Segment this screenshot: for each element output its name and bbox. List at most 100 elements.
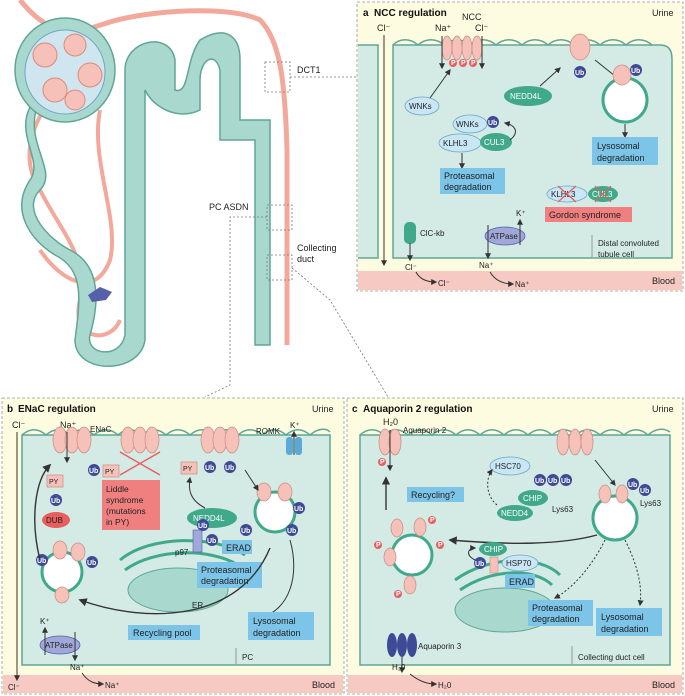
svg-text:Ub: Ub bbox=[640, 488, 649, 495]
hsp70-oval bbox=[501, 554, 539, 572]
svg-text:H₂0: H₂0 bbox=[392, 663, 406, 672]
svg-text:Ub: Ub bbox=[631, 68, 640, 75]
svg-text:degradation: degradation bbox=[444, 182, 492, 192]
svg-text:Ub: Ub bbox=[37, 558, 46, 565]
svg-text:Ub: Ub bbox=[287, 528, 296, 535]
svg-text:Lys63: Lys63 bbox=[640, 499, 662, 508]
svg-text:Ub: Ub bbox=[548, 478, 557, 485]
svg-text:degradation: degradation bbox=[201, 576, 249, 586]
svg-text:PY: PY bbox=[183, 466, 193, 473]
vesicle-aqp2 bbox=[390, 533, 434, 577]
svg-text:ROMK: ROMK bbox=[256, 427, 281, 436]
svg-text:PY: PY bbox=[49, 479, 59, 486]
svg-text:Gordon syndrome: Gordon syndrome bbox=[549, 210, 621, 220]
panel-c-letter: c bbox=[352, 404, 358, 415]
cul3-oval bbox=[480, 133, 512, 151]
svg-text:Lysosomal: Lysosomal bbox=[601, 612, 644, 622]
svg-text:Lysosomal: Lysosomal bbox=[253, 616, 296, 626]
gordon-syndrome-box bbox=[545, 207, 632, 222]
blood-bar-c bbox=[348, 675, 682, 693]
pc-asdn-region bbox=[266, 204, 293, 231]
svg-text:Ub: Ub bbox=[241, 528, 250, 535]
svg-text:degradation: degradation bbox=[601, 624, 649, 634]
svg-text:(mutations: (mutations bbox=[106, 506, 146, 516]
svg-text:ClC-kb: ClC-kb bbox=[420, 229, 445, 238]
svg-text:NEDD4: NEDD4 bbox=[501, 509, 529, 518]
blood-bar-a bbox=[358, 271, 682, 290]
svg-text:ENaC: ENaC bbox=[90, 425, 112, 434]
panel-c-title: Aquaporin 2 regulation bbox=[363, 404, 472, 415]
svg-text:Aquaporin 2: Aquaporin 2 bbox=[403, 426, 447, 435]
svg-text:Na⁺: Na⁺ bbox=[60, 420, 77, 430]
svg-text:P: P bbox=[376, 542, 381, 549]
svg-text:Ub: Ub bbox=[207, 538, 216, 545]
svg-text:ER: ER bbox=[192, 601, 203, 610]
svg-text:P: P bbox=[461, 60, 466, 67]
svg-text:P: P bbox=[451, 60, 456, 67]
svg-text:P: P bbox=[380, 459, 385, 466]
romk-channel bbox=[286, 437, 293, 455]
atpase-a bbox=[484, 226, 526, 246]
svg-text:ERAD: ERAD bbox=[226, 543, 252, 553]
svg-text:Aquaporin 3: Aquaporin 3 bbox=[418, 642, 462, 651]
svg-text:H₂0: H₂0 bbox=[438, 681, 452, 690]
svg-text:Ub: Ub bbox=[561, 478, 570, 485]
svg-text:P: P bbox=[430, 517, 435, 524]
svg-text:Ub: Ub bbox=[488, 120, 497, 127]
dct1-label: DCT1 bbox=[297, 65, 321, 75]
nedd4-oval bbox=[497, 505, 533, 521]
panel-a: a NCC regulation Urine Blood Cl⁻ Na⁺ NCC… bbox=[356, 1, 684, 292]
atpase-b bbox=[39, 635, 81, 655]
svg-text:Na⁺: Na⁺ bbox=[515, 280, 529, 289]
dct-cell-left bbox=[358, 44, 379, 259]
svg-text:Ub: Ub bbox=[87, 560, 96, 567]
svg-text:Proteasomal: Proteasomal bbox=[201, 565, 252, 575]
svg-text:degradation: degradation bbox=[597, 153, 645, 163]
svg-text:CHIP: CHIP bbox=[484, 545, 503, 554]
erad-box-b bbox=[222, 540, 252, 554]
dub-oval bbox=[42, 512, 70, 528]
collecting-duct-label-2: duct bbox=[297, 254, 315, 264]
svg-text:KLHL3: KLHL3 bbox=[551, 190, 576, 199]
nephron-illustration: DCT1 PC ASDN Collecting duct bbox=[14, 0, 389, 398]
svg-text:tubule cell: tubule cell bbox=[598, 250, 634, 259]
chip-oval-b bbox=[479, 542, 507, 556]
blood-label-c: Blood bbox=[652, 680, 675, 690]
svg-text:Ub: Ub bbox=[475, 561, 484, 568]
svg-text:Liddle: Liddle bbox=[106, 484, 129, 494]
svg-text:ATPase: ATPase bbox=[490, 232, 518, 241]
svg-text:Collecting duct cell: Collecting duct cell bbox=[578, 653, 645, 662]
collecting-duct-region bbox=[266, 254, 293, 281]
cl-ncc-label: Cl⁻ bbox=[475, 23, 488, 33]
svg-text:K⁺: K⁺ bbox=[516, 209, 526, 218]
dct1-region bbox=[264, 61, 291, 93]
pc-asdn-label: PC ASDN bbox=[209, 202, 249, 212]
proteasomal-box-a bbox=[440, 168, 505, 194]
svg-text:Na⁺: Na⁺ bbox=[105, 681, 119, 690]
ub-ncc bbox=[574, 66, 586, 78]
clc-kb-channel bbox=[404, 222, 416, 244]
svg-text:HSC70: HSC70 bbox=[495, 462, 521, 471]
svg-text:Cl⁻: Cl⁻ bbox=[8, 683, 20, 692]
ncc-label: NCC bbox=[462, 12, 482, 22]
nedd4l-a bbox=[504, 86, 552, 106]
svg-text:syndrome: syndrome bbox=[106, 495, 144, 505]
panel-c: c Aquaporin 2 regulation Urine Blood H₂0… bbox=[346, 397, 684, 695]
svg-text:Ub: Ub bbox=[294, 506, 303, 513]
svg-text:Ub: Ub bbox=[628, 482, 637, 489]
panel-a-letter: a bbox=[363, 8, 369, 19]
svg-text:DUB: DUB bbox=[46, 516, 63, 525]
enac-mutant bbox=[119, 426, 161, 476]
aquaporin-2-ub bbox=[556, 428, 594, 456]
svg-text:Ub: Ub bbox=[535, 478, 544, 485]
svg-text:Na⁺: Na⁺ bbox=[479, 261, 493, 270]
erad-box-c bbox=[505, 574, 535, 588]
svg-text:Recycling pool: Recycling pool bbox=[133, 628, 192, 638]
svg-text:NEDD4L: NEDD4L bbox=[510, 92, 542, 101]
aquaporin-2: P bbox=[378, 428, 402, 466]
svg-text:P: P bbox=[438, 542, 443, 549]
proteasomal-box-c bbox=[528, 600, 593, 626]
panel-b-title: ENaC regulation bbox=[18, 404, 96, 415]
svg-text:CHIP: CHIP bbox=[523, 494, 542, 503]
